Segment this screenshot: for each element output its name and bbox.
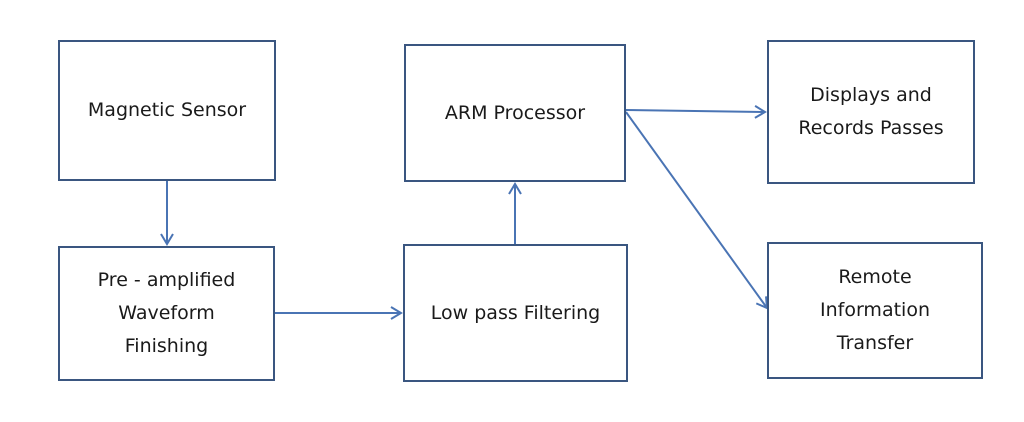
remote-transfer-block: Remote Information Transfer xyxy=(767,242,983,379)
magnetic-sensor-block: Magnetic Sensor xyxy=(58,40,276,181)
displays-records-label: Displays and Records Passes xyxy=(798,84,944,139)
arm-processor-label: ARM Processor xyxy=(444,101,586,124)
preamp-label: Pre - amplified Waveform Finishing xyxy=(97,269,236,357)
low-pass-filter-label: Low pass Filtering xyxy=(430,301,601,324)
preamp-block: Pre - amplified Waveform Finishing xyxy=(58,246,275,381)
displays-records-block: Displays and Records Passes xyxy=(767,40,975,184)
arrow-arm-to-remote xyxy=(625,111,769,310)
arm-processor-block: ARM Processor xyxy=(404,44,626,182)
low-pass-filter-block: Low pass Filtering xyxy=(403,244,628,382)
arrow-arm-to-displays xyxy=(625,105,767,119)
magnetic-sensor-label: Magnetic Sensor xyxy=(87,99,247,121)
remote-transfer-label: Remote Information Transfer xyxy=(820,266,930,354)
